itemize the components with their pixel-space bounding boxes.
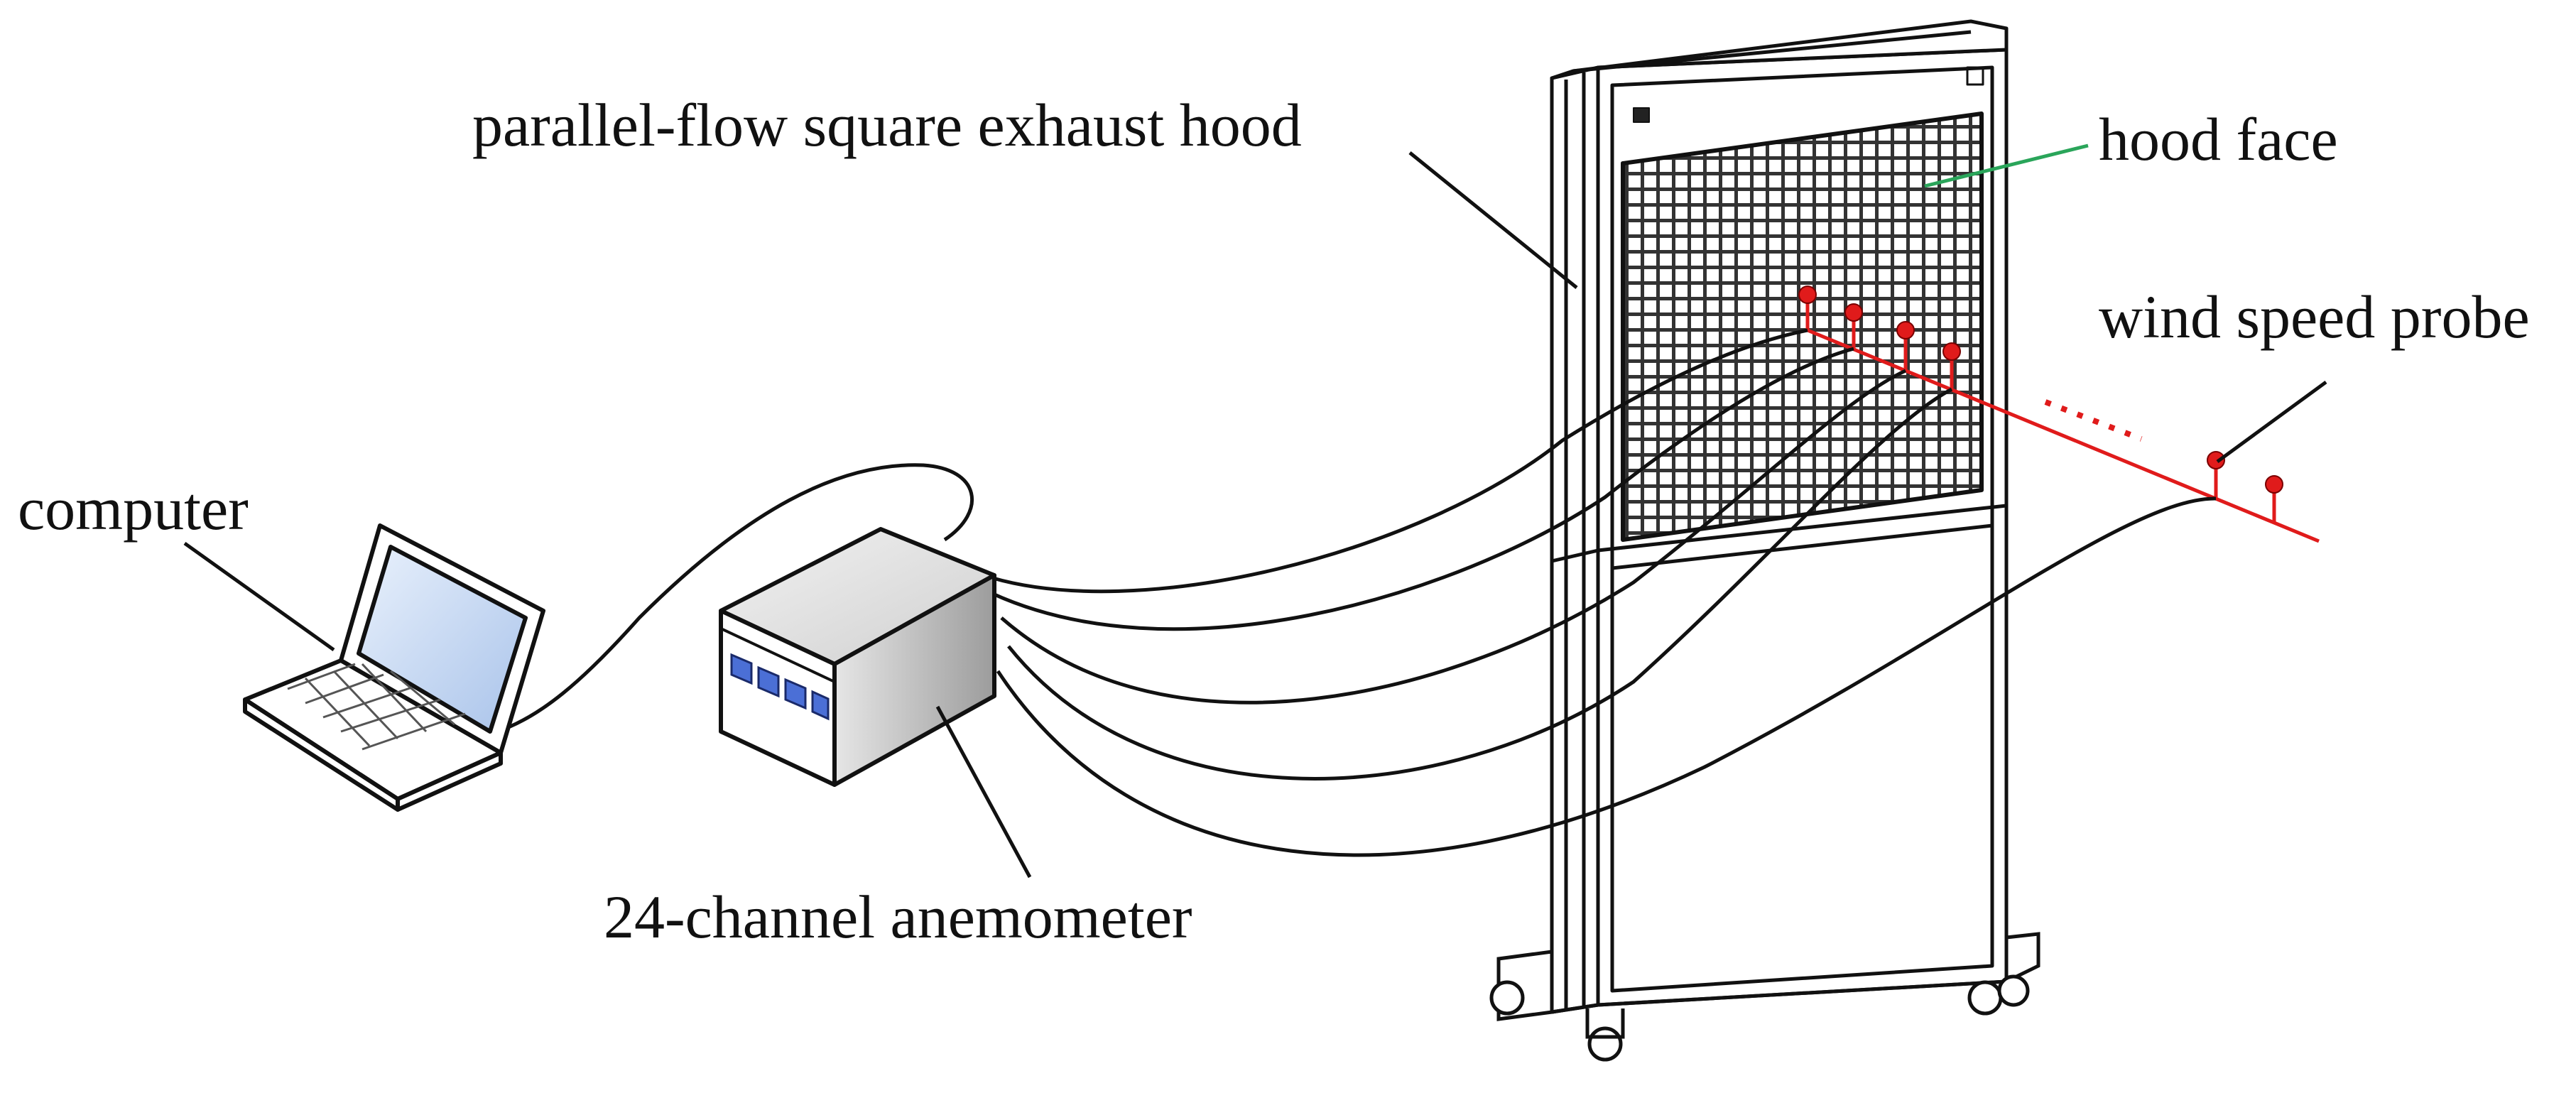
display-window-3 xyxy=(784,678,807,710)
label-hood: parallel-flow square exhaust hood xyxy=(472,91,1302,159)
anemometer-side xyxy=(832,573,996,787)
keyboard-col-4 xyxy=(390,670,455,726)
caster-wheel-back-right xyxy=(1967,980,2003,1016)
laptop-screen xyxy=(357,545,528,734)
display-window-4 xyxy=(811,690,830,721)
label-anemometer: 24-channel anemometer xyxy=(604,883,1192,951)
keyboard-col-1 xyxy=(304,677,371,747)
probe-rail-dots xyxy=(2044,399,2143,442)
probe-dot-2 xyxy=(1844,303,1863,322)
label-wind-speed-probe: wind speed probe xyxy=(2099,283,2530,351)
leader-hood-face xyxy=(1924,143,2089,188)
probe-dot-5 xyxy=(2207,451,2225,469)
probe-dot-1 xyxy=(1798,286,1817,304)
laptop-icon xyxy=(243,523,545,812)
hood-lower-divider-side xyxy=(1551,548,1599,563)
cable-2 xyxy=(982,347,1854,631)
hood-lower-divider-2 xyxy=(1612,523,1993,570)
anemometer-box-icon xyxy=(719,527,996,787)
exhaust-hood-icon xyxy=(1550,19,2009,1014)
hood-top-cap-edge xyxy=(1572,30,1972,73)
keyboard-col-2 xyxy=(332,670,399,740)
probe-rail-line xyxy=(1807,328,2320,543)
hood-bottom-edge xyxy=(1551,979,2007,1014)
keyboard-col-3 xyxy=(361,663,428,733)
leader-anemometer xyxy=(935,705,1032,879)
cable-computer xyxy=(496,463,974,734)
hood-top-badge xyxy=(1633,107,1650,123)
leader-computer xyxy=(183,541,335,652)
label-computer: computer xyxy=(18,474,249,543)
keyboard-row-1 xyxy=(287,663,356,690)
hood-front-frame xyxy=(1610,65,1994,993)
leader-probe xyxy=(2216,380,2327,464)
hood-casters xyxy=(1489,932,2040,1062)
display-window-2 xyxy=(757,665,780,698)
anemometer-front-lip xyxy=(720,627,835,683)
caster-wheel-front-right xyxy=(1997,974,2030,1007)
hood-side-panel xyxy=(1550,65,1600,1014)
keyboard-row-4 xyxy=(340,698,441,733)
caster-wheel-back-left xyxy=(1489,980,1525,1016)
caster-mount-front-left xyxy=(1585,1008,1625,1039)
anemometer-display xyxy=(730,653,830,721)
cable-1 xyxy=(983,328,1808,594)
probe-cables xyxy=(496,328,2217,857)
display-window-1 xyxy=(730,653,753,685)
keyboard-row-2 xyxy=(305,673,384,705)
cable-3 xyxy=(1000,369,1907,705)
label-hood-face: hood face xyxy=(2099,105,2338,173)
caster-wheel-front-left xyxy=(1587,1026,1623,1062)
leader-lines xyxy=(183,151,2327,879)
cable-5 xyxy=(996,496,2217,857)
hood-face-mesh xyxy=(1621,112,1984,542)
leader-hood xyxy=(1408,151,1578,289)
probe-dot-icon xyxy=(1798,286,2283,494)
hood-lower-divider xyxy=(1597,504,2007,553)
caster-base-right xyxy=(2004,932,2040,985)
probe-dot-4 xyxy=(1942,342,1961,361)
laptop-base-edge-2 xyxy=(396,751,503,812)
probe-dot-6 xyxy=(2265,475,2283,494)
laptop-keyboard xyxy=(287,663,466,751)
cable-4 xyxy=(1007,387,1953,781)
probe-dot-3 xyxy=(1896,321,1915,339)
